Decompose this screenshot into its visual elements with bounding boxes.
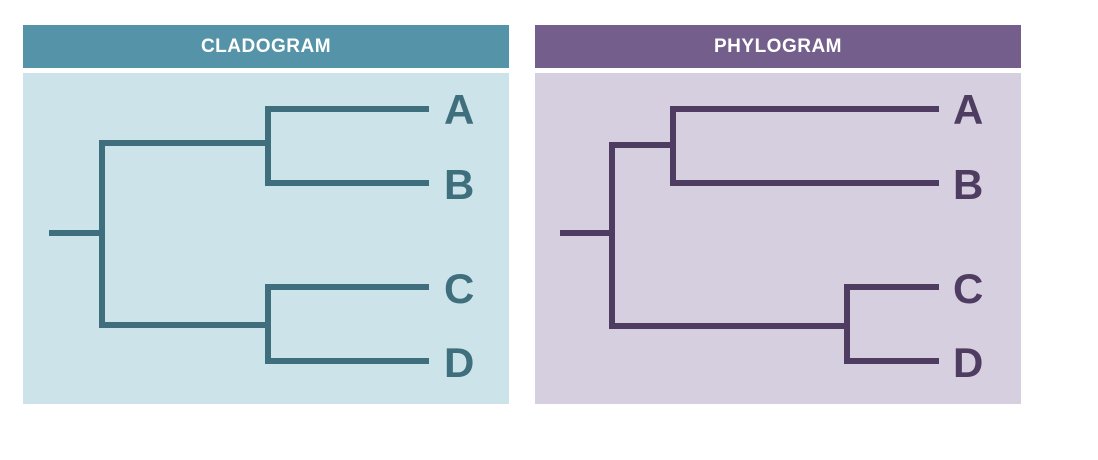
phylogram-title: PHYLOGRAM — [535, 25, 1021, 68]
cladogram-tree: A B C D — [49, 86, 474, 386]
tip-label-d: D — [444, 339, 474, 386]
cladogram-title: CLADOGRAM — [23, 25, 509, 68]
tip-label-c: C — [444, 265, 474, 312]
phylogram-background — [535, 73, 1021, 404]
tip-label-b: B — [444, 161, 474, 208]
tip-label-b: B — [953, 161, 983, 208]
cladogram-panel: CLADOGRAM A B C D — [23, 25, 509, 404]
tip-label-d: D — [953, 339, 983, 386]
phylogram-tree: A B C D — [560, 86, 983, 386]
phylogram-panel: PHYLOGRAM A B C D — [535, 25, 1021, 404]
tip-label-a: A — [953, 86, 983, 133]
tip-label-c: C — [953, 265, 983, 312]
tip-label-a: A — [444, 86, 474, 133]
